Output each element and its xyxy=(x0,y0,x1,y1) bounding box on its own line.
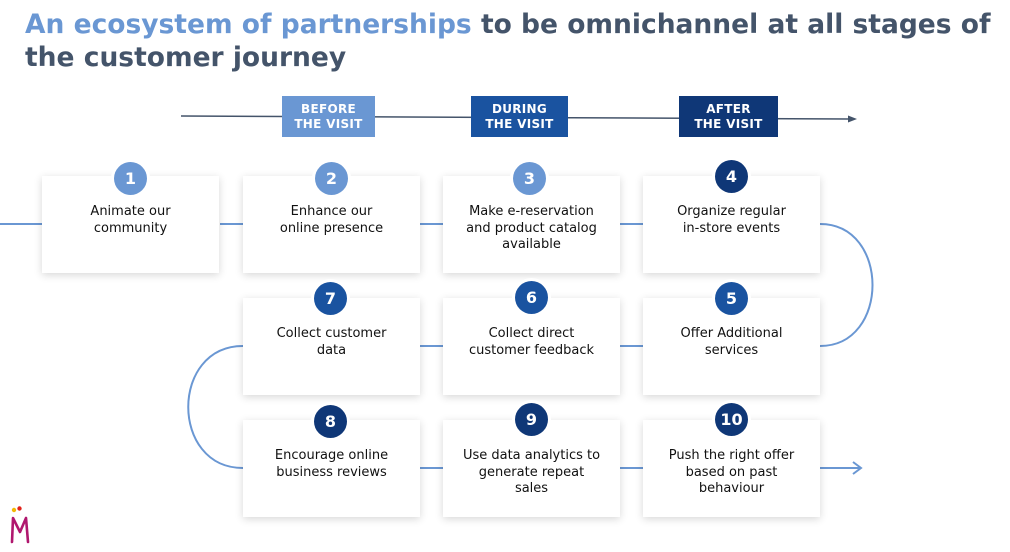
step-card-9: Use data analytics to generate repeat sa… xyxy=(443,420,620,517)
page-title: An ecosystem of partnerships to be omnic… xyxy=(25,8,1005,74)
exit-arrowhead-icon xyxy=(852,461,863,475)
step-text: Use data analytics to generate repeat sa… xyxy=(462,448,601,496)
step-card-3: Make e-reservation and product catalog a… xyxy=(443,176,620,273)
step-text: Encourage online business reviews xyxy=(274,448,389,480)
step-text: Make e-reservation and product catalog a… xyxy=(466,204,597,252)
step-text: Collect direct customer feedback xyxy=(468,326,595,358)
step-number-3: 3 xyxy=(513,162,546,195)
step-card-6: Collect direct customer feedback xyxy=(443,298,620,395)
timeline-arrowhead-icon xyxy=(848,115,857,123)
title-rest: to be omnichannel at all stages of the c… xyxy=(25,9,991,73)
step-text: Collect customer data xyxy=(276,326,387,358)
step-number-6: 6 xyxy=(515,281,548,314)
step-number-7: 7 xyxy=(314,282,347,315)
step-number-5: 5 xyxy=(715,282,748,315)
title-highlight: An ecosystem of partnerships xyxy=(25,9,472,40)
step-text: Push the right offer based on past behav… xyxy=(668,448,795,496)
phase-after-the-visit: AFTER THE VISIT xyxy=(679,96,778,137)
step-number-4: 4 xyxy=(715,160,748,193)
connector-4-5 xyxy=(819,223,874,347)
phase-during-the-visit: DURING THE VISIT xyxy=(471,96,568,137)
step-text: Offer Additional services xyxy=(680,326,783,358)
step-card-10: Push the right offer based on past behav… xyxy=(643,420,820,517)
step-number-9: 9 xyxy=(515,403,548,436)
phase-before-the-visit: BEFORE THE VISIT xyxy=(282,96,375,137)
step-text: Animate our community xyxy=(90,204,171,236)
step-text: Organize regular in-store events xyxy=(677,204,786,236)
connector-7-8 xyxy=(187,345,244,469)
step-number-2: 2 xyxy=(315,162,348,195)
step-number-8: 8 xyxy=(314,405,347,438)
m-logo-icon xyxy=(10,506,30,544)
step-number-10: 10 xyxy=(715,403,748,436)
step-number-1: 1 xyxy=(114,162,147,195)
step-text: Enhance our online presence xyxy=(279,204,384,236)
